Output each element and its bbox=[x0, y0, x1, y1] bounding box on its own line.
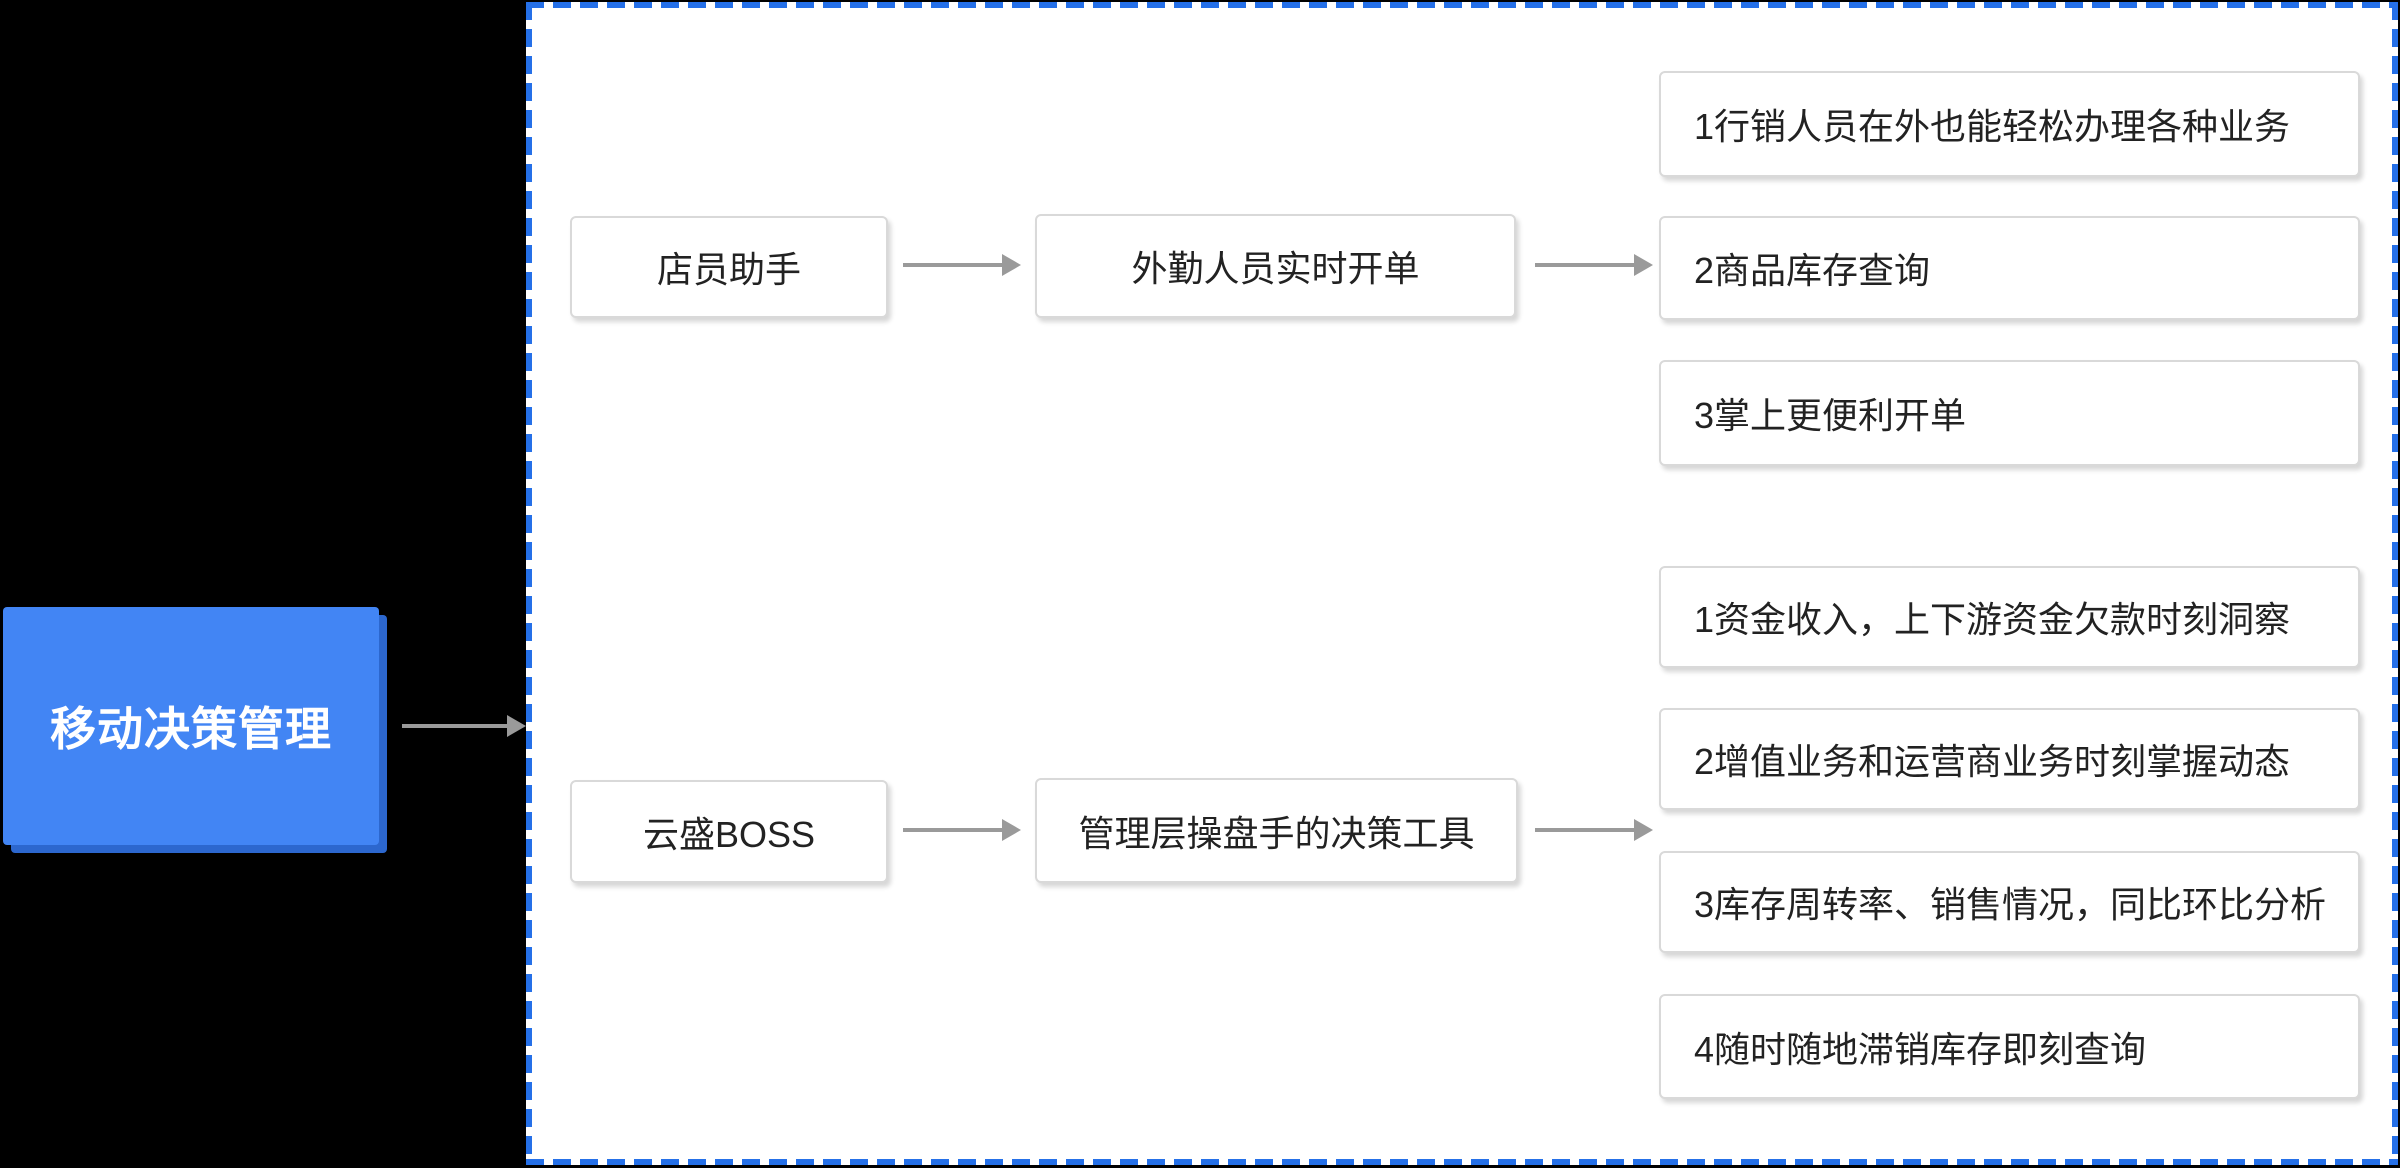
node-clerk-assistant-label: 店员助手 bbox=[656, 249, 801, 290]
top-flow-arrow-2-icon bbox=[1535, 252, 1653, 278]
node-management-decision-tool: 管理层操盘手的决策工具 bbox=[1035, 778, 1518, 883]
panel-border-top bbox=[526, 2, 2398, 8]
panel-border-right bbox=[2392, 2, 2398, 1165]
outcome-label: 1行销人员在外也能轻松办理各种业务 bbox=[1694, 106, 2291, 147]
node-clerk-assistant: 店员助手 bbox=[570, 216, 888, 318]
outcome-label: 2增值业务和运营商业务时刻掌握动态 bbox=[1694, 741, 2291, 782]
outcome-item: 4随时随地滞销库存即刻查询 bbox=[1659, 994, 2360, 1099]
node-field-realtime-ordering-label: 外勤人员实时开单 bbox=[1131, 248, 1420, 289]
outcome-item: 3掌上更便利开单 bbox=[1659, 360, 2360, 466]
outcome-label: 3掌上更便利开单 bbox=[1694, 395, 1967, 436]
arrow-head bbox=[1634, 254, 1653, 276]
outcome-item: 3库存周转率、销售情况，同比环比分析 bbox=[1659, 851, 2360, 953]
node-field-realtime-ordering: 外勤人员实时开单 bbox=[1035, 214, 1516, 318]
node-management-decision-tool-label: 管理层操盘手的决策工具 bbox=[1078, 812, 1475, 854]
panel-border-left bbox=[526, 2, 532, 1165]
outcome-label: 4随时随地滞销库存即刻查询 bbox=[1694, 1028, 2147, 1070]
bottom-flow-arrow-1-icon bbox=[903, 817, 1021, 843]
outcome-item: 2增值业务和运营商业务时刻掌握动态 bbox=[1659, 708, 2360, 810]
arrow-head bbox=[1002, 819, 1021, 841]
outcome-label: 3库存周转率、销售情况，同比环比分析 bbox=[1694, 884, 2327, 925]
outcome-item: 1资金收入，上下游资金欠款时刻洞察 bbox=[1659, 566, 2360, 668]
outcome-item: 1行销人员在外也能轻松办理各种业务 bbox=[1659, 71, 2360, 177]
arrow-head bbox=[1634, 819, 1653, 841]
outcome-label: 2商品库存查询 bbox=[1694, 250, 1931, 291]
node-yunsheng-boss-label: 云盛BOSS bbox=[642, 813, 816, 855]
root-arrow-right-icon bbox=[402, 713, 526, 739]
panel-border-bottom bbox=[526, 1159, 2398, 1165]
root-node: 移动决策管理 bbox=[3, 607, 379, 845]
arrow-head bbox=[507, 715, 526, 737]
arrow-shaft bbox=[903, 828, 1002, 832]
arrow-head bbox=[1002, 254, 1021, 276]
node-yunsheng-boss: 云盛BOSS bbox=[570, 780, 888, 883]
arrow-shaft bbox=[903, 263, 1002, 267]
root-node-label: 移动决策管理 bbox=[50, 703, 332, 755]
arrow-shaft bbox=[1535, 828, 1634, 832]
bottom-flow-arrow-2-icon bbox=[1535, 817, 1653, 843]
top-flow-arrow-1-icon bbox=[903, 252, 1021, 278]
outcome-label: 1资金收入，上下游资金欠款时刻洞察 bbox=[1694, 599, 2291, 640]
arrow-shaft bbox=[1535, 263, 1634, 267]
outcome-item: 2商品库存查询 bbox=[1659, 216, 2360, 320]
arrow-shaft bbox=[402, 724, 507, 728]
